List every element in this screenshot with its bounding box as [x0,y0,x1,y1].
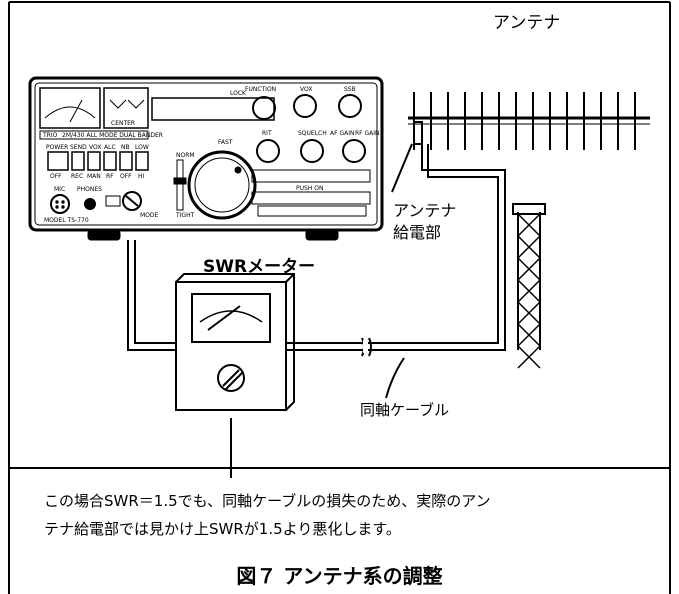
function-label: FUNCTION [245,86,276,93]
tower-brace [517,301,541,325]
btn-label-send: SEND [70,144,87,151]
tower [512,203,546,369]
feed-point-label: アンテナ 給電部 [393,200,456,244]
swr-meter [175,273,295,411]
btn-label-rec: REC [71,173,83,180]
btn-label-off2: OFF [120,173,132,180]
model-label: MODEL TS-770 [44,217,89,224]
tower-brace [517,257,541,281]
squelch-label: SQUELCH [298,130,327,137]
mic-label: MIC [54,186,65,193]
btn-label-nb: NB [121,144,130,151]
brand-label: TRIO [42,132,58,139]
front-buttons [47,151,149,171]
mode-knob [122,191,142,211]
rit-label: RIT [262,130,272,137]
feed-point-label-line2: 給電部 [393,223,442,242]
swr-meter-label: SWRメーター [203,257,316,277]
caption: この場合SWR＝1.5でも、同軸ケーブルの損失のため、実際のアン テナ給電部では… [44,487,654,543]
btn-label-alc: ALC [104,144,116,151]
coax-label: 同軸ケーブル [360,401,450,419]
coax-cable [127,144,506,357]
push-on-label: PUSH ON [296,185,323,192]
btn-label-power: POWER [46,144,68,151]
s-meter [39,87,101,129]
tower-brace [517,213,541,237]
lock-label: LOCK [230,90,247,97]
yagi-antenna [408,92,650,150]
caption-line1: この場合SWR＝1.5でも、同軸ケーブルの損失のため、実際のアン [44,492,491,510]
caption-line2: テナ給電部では見かけ上SWRが1.5より悪化します。 [44,520,401,538]
vox-label: VOX [300,86,312,93]
phones-label: PHONES [77,186,102,193]
coax-pointer [385,357,405,399]
mic-jack [50,194,70,214]
feed-point-label-line1: アンテナ [393,201,457,220]
tower-brace [517,279,541,303]
tower-brace [517,323,541,347]
btn-label-low: LOW [135,144,149,151]
control-knobs [252,94,366,163]
ssb-label: SSB [344,86,356,93]
center-meter [103,87,149,129]
figure-title: 図７ アンテナ系の調整 [236,564,443,588]
tower-brace [517,345,541,369]
main-dial [187,150,257,220]
antenna-label: アンテナ [493,13,561,33]
norm-label: NORM [176,152,195,159]
mode-label: MODE [140,212,159,219]
btn-label-rf: RF [106,173,114,180]
btn-label-off: OFF [50,173,62,180]
btn-label-vox: VOX [89,144,101,151]
btn-label-hi: HI [138,173,145,180]
transceiver [28,76,384,241]
feed-pointer [391,143,413,193]
af-gain-label: AF GAIN [330,130,354,137]
fast-label: FAST [218,139,233,146]
tight-label: TIGHT [175,212,195,219]
mode-strip-label: 2M/430 ALL MODE DUAL BANDER [62,132,163,139]
btn-label-man: MAN [87,173,101,180]
center-label: CENTER [111,120,135,127]
tower-brace [517,235,541,259]
phones-jack [84,198,96,210]
rf-gain-label: RF GAIN [355,130,380,137]
